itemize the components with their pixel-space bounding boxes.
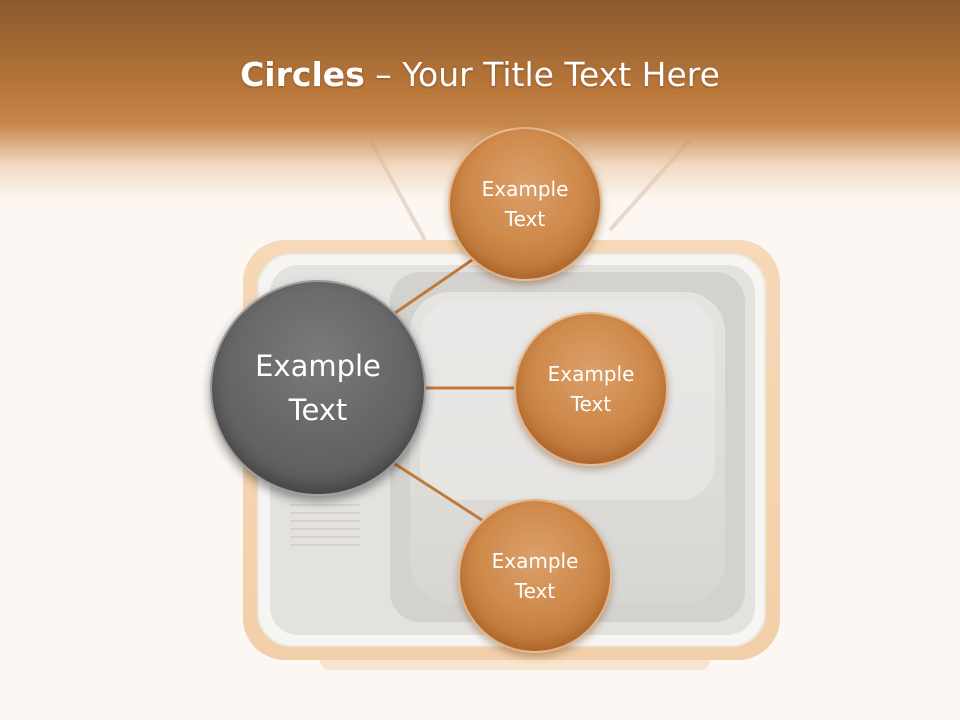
slide-title: Circles – Your Title Text Here [0,52,960,98]
node-bottom-line1: Example [491,549,579,573]
node-circle-bottom[interactable]: Example Text [458,499,612,653]
center-circle[interactable]: Example Text [210,280,426,496]
node-circle-top[interactable]: Example Text [448,127,602,281]
node-bottom-line2: Text [514,579,556,603]
title-bold: Circles [240,55,365,94]
node-circle-middle[interactable]: Example Text [514,312,668,466]
connector-bottom [391,460,486,524]
node-middle-line1: Example [547,362,635,386]
node-top-line1: Example [481,177,569,201]
title-rest: – Your Title Text Here [364,55,720,94]
node-middle-line2: Text [570,392,612,416]
center-circle-line1: Example [255,349,381,383]
connector-top [391,256,476,317]
node-top-line2: Text [504,207,546,231]
center-circle-line2: Text [288,393,348,427]
